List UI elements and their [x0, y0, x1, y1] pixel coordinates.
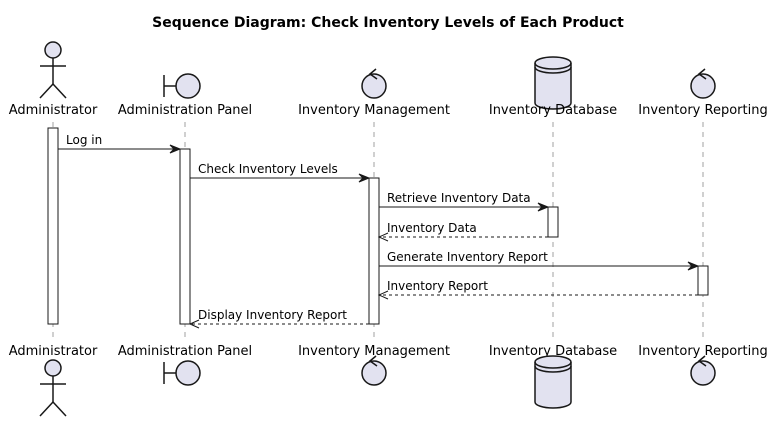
participant-label: Inventory Reporting — [638, 103, 767, 118]
participant-label: Administrator — [9, 103, 98, 118]
activation-bars — [47, 127, 709, 325]
message-3: Retrieve Inventory Data — [379, 191, 550, 212]
arrow-head — [687, 261, 700, 271]
arrow-head — [169, 144, 182, 154]
participant-report-top: Inventory Reporting — [638, 68, 768, 118]
arrow-head — [537, 202, 550, 212]
participant-admin-top: Administrator — [9, 41, 98, 118]
participant-db-top: Inventory Database — [489, 56, 617, 118]
participant-mgmt-bottom: Inventory Management — [298, 344, 450, 386]
activation-bar-db — [547, 206, 559, 238]
arrow-head — [377, 290, 389, 300]
arrow-head — [358, 173, 371, 183]
participant-label: Administration Panel — [118, 103, 252, 118]
message-5: Generate Inventory Report — [379, 250, 700, 271]
actor-icon — [39, 41, 67, 99]
database-icon — [534, 355, 572, 409]
participant-label: Inventory Database — [489, 103, 617, 118]
participant-label: Inventory Management — [298, 103, 450, 118]
message-6: Inventory Report — [377, 279, 698, 300]
message-4: Inventory Data — [377, 221, 548, 242]
participant-panel-top: Administration Panel — [118, 73, 252, 118]
participant-mgmt-top: Inventory Management — [298, 68, 450, 118]
control-icon — [690, 68, 716, 99]
participant-panel-bottom: Administration Panel — [118, 344, 252, 386]
message-label: Log in — [66, 133, 102, 147]
message-label: Retrieve Inventory Data — [387, 191, 531, 205]
participant-label: Inventory Management — [298, 344, 450, 359]
activation-bar-mgmt — [368, 177, 380, 325]
boundary-icon — [163, 73, 201, 99]
activation-bar-panel — [179, 148, 191, 325]
database-icon — [534, 56, 572, 110]
message-label: Generate Inventory Report — [387, 250, 548, 264]
activation-bar-report — [697, 265, 709, 296]
diagram-title: Sequence Diagram: Check Inventory Levels… — [152, 15, 624, 31]
activation-bar-admin — [47, 127, 59, 325]
control-icon — [361, 68, 387, 99]
message-2: Check Inventory Levels — [190, 162, 371, 183]
arrow-head — [188, 319, 200, 329]
message-7: Display Inventory Report — [188, 308, 369, 329]
message-label: Inventory Data — [387, 221, 477, 235]
participant-label: Inventory Reporting — [638, 344, 767, 359]
actor-icon — [39, 359, 67, 417]
participant-report-bottom: Inventory Reporting — [638, 344, 768, 386]
message-label: Check Inventory Levels — [198, 162, 338, 176]
participant-label: Inventory Database — [489, 344, 617, 359]
participant-label: Administrator — [9, 344, 98, 359]
message-label: Inventory Report — [387, 279, 488, 293]
message-1: Log in — [58, 133, 182, 154]
control-icon — [361, 355, 387, 386]
participant-admin-bottom: Administrator — [9, 344, 98, 417]
control-icon — [690, 355, 716, 386]
boundary-icon — [163, 360, 201, 386]
message-label: Display Inventory Report — [198, 308, 347, 322]
arrow-head — [377, 232, 389, 242]
participant-label: Administration Panel — [118, 344, 252, 359]
participants: AdministratorAdministratorAdministration… — [9, 41, 768, 417]
participant-db-bottom: Inventory Database — [489, 344, 617, 409]
